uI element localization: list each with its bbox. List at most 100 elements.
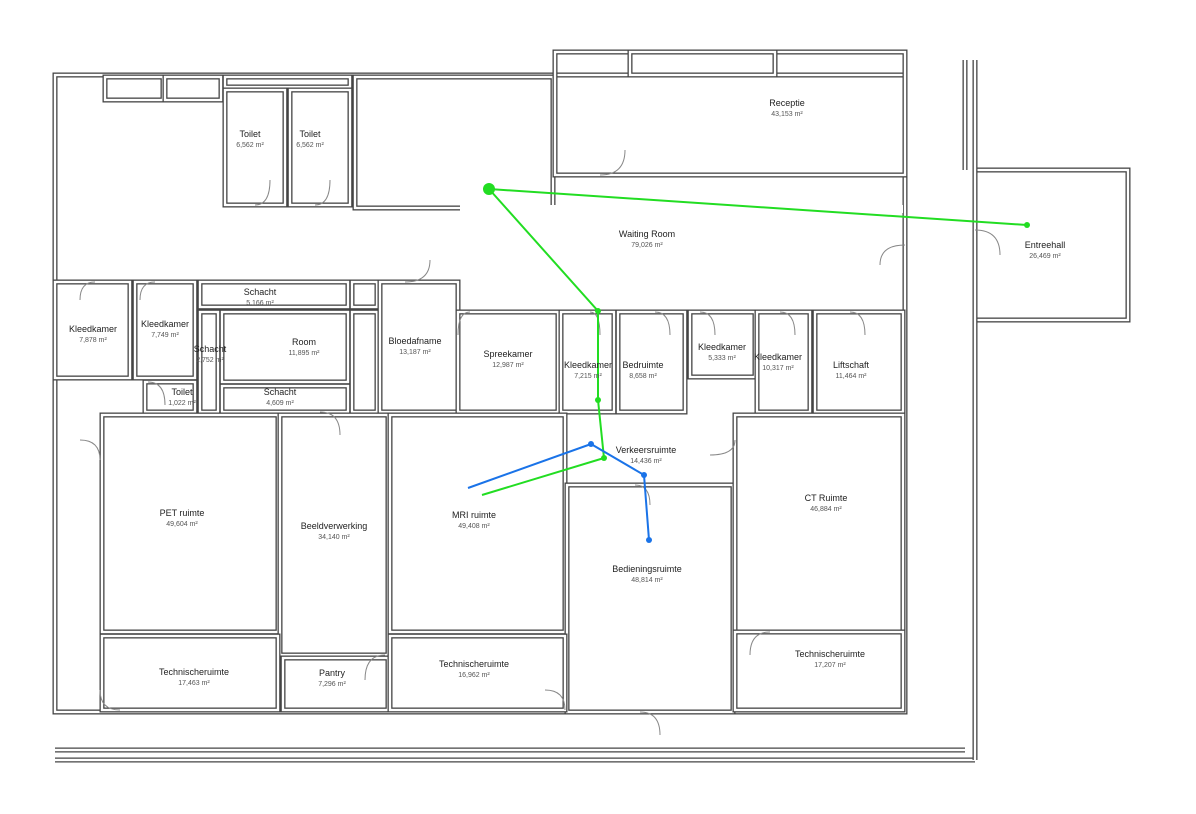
room-name: Kleedkamer <box>68 324 118 334</box>
door-swing <box>319 411 341 436</box>
walls <box>52 49 1131 763</box>
room-name: Receptie <box>769 98 805 108</box>
door-swing <box>974 229 1001 256</box>
door-swing <box>99 689 121 711</box>
route-blue <box>467 442 650 541</box>
wall <box>102 74 166 103</box>
room-area: 11,464 m² <box>835 373 867 380</box>
door-swing <box>79 281 96 301</box>
room-label-kleedkamer-4[interactable]: Kleedkamer 5,333 m² <box>698 342 746 364</box>
wall <box>732 412 906 635</box>
room-name: Pantry <box>318 668 345 678</box>
room-area: 12,987 m² <box>492 362 524 369</box>
room-name: Schacht <box>243 287 277 297</box>
door-swing <box>254 179 271 206</box>
wall <box>732 629 906 713</box>
room-area: 46,884 m² <box>810 506 842 513</box>
route-node[interactable] <box>646 537 652 543</box>
doors <box>79 149 1001 736</box>
room-area: 7,296 m² <box>318 681 346 688</box>
room-name: Kleedkamer <box>563 360 613 370</box>
room-label-kleedkamer-1[interactable]: Kleedkamer 7,878 m² <box>69 324 117 346</box>
route-green-mri <box>481 188 606 496</box>
room-name: Room <box>291 337 316 347</box>
door-swing <box>779 311 796 336</box>
route-node[interactable] <box>641 472 647 478</box>
door-swing <box>404 259 431 283</box>
door-swing <box>364 654 386 681</box>
room-name: Schacht <box>193 344 227 354</box>
room-area: 8,658 m² <box>629 373 657 380</box>
room-label-liftschaft[interactable]: Liftschaft 11,464 m² <box>833 360 869 382</box>
wall <box>219 309 351 385</box>
wall <box>352 74 556 211</box>
room-name: Liftschaft <box>832 360 870 370</box>
room-area: 48,814 m² <box>631 577 663 584</box>
room-name: Toilet <box>299 129 321 139</box>
room-label-pantry[interactable]: Pantry 7,296 m² <box>318 668 346 690</box>
room-name: Toilet <box>171 387 193 397</box>
room-name: Technischeruimte <box>794 649 866 659</box>
room-area: 16,962 m² <box>458 672 490 679</box>
room-name: Kleedkamer <box>697 342 747 352</box>
room-name: Technischeruimte <box>158 667 230 677</box>
room-label-schacht-1[interactable]: Schacht 5,166 m² <box>244 287 277 309</box>
door-swing <box>314 179 331 206</box>
route-node[interactable] <box>483 183 495 195</box>
room-name: Toilet <box>239 129 261 139</box>
route-node[interactable] <box>1024 222 1030 228</box>
room-area: 5,166 m² <box>246 300 274 307</box>
room-label-toilet-2[interactable]: Toilet 6,562 m² <box>296 129 324 151</box>
room-area: 7,215 m² <box>574 373 602 380</box>
door-swing <box>879 244 906 266</box>
room-name: Kleedkamer <box>140 319 190 329</box>
room-name: Verkeersruimte <box>615 445 677 455</box>
room-name: Bedieningsruimte <box>612 564 682 574</box>
door-swing <box>139 281 156 301</box>
wall <box>222 74 353 90</box>
room-name: Entreehall <box>1024 240 1066 250</box>
room-area: 5,333 m² <box>708 355 736 362</box>
door-swing <box>634 484 651 506</box>
room-label-receptie[interactable]: Receptie 43,153 m² <box>769 98 805 120</box>
door-swing <box>699 311 716 336</box>
room-area: 14,436 m² <box>630 458 662 465</box>
route-node[interactable] <box>595 397 601 403</box>
room-name: Beeldverwerking <box>300 521 368 531</box>
room-label-bedieningsruimte[interactable]: Bedieningsruimte 48,814 m² <box>612 564 682 586</box>
room-name: MRI ruimte <box>451 510 496 520</box>
room-area: 7,878 m² <box>79 337 107 344</box>
room-area: 13,187 m² <box>399 349 431 356</box>
room-area: 43,153 m² <box>771 111 803 118</box>
route-node[interactable] <box>601 455 607 461</box>
route-node[interactable] <box>595 308 601 314</box>
room-label-mri-ruimte[interactable]: MRI ruimte 49,408 m² <box>434 510 514 532</box>
room-area: 6,562 m² <box>296 142 324 149</box>
room-label-beeldverwerking[interactable]: Beeldverwerking 34,140 m² <box>301 521 368 543</box>
room-area: 34,140 m² <box>318 534 350 541</box>
wall <box>552 49 908 178</box>
route-node[interactable] <box>588 441 594 447</box>
door-swing <box>457 311 471 336</box>
room-area: 49,408 m² <box>458 523 490 530</box>
room-label-verkeersruimte[interactable]: Verkeersruimte 14,436 m² <box>616 445 677 467</box>
room-label-kleedkamer-3[interactable]: Kleedkamer 7,215 m² <box>564 360 612 382</box>
